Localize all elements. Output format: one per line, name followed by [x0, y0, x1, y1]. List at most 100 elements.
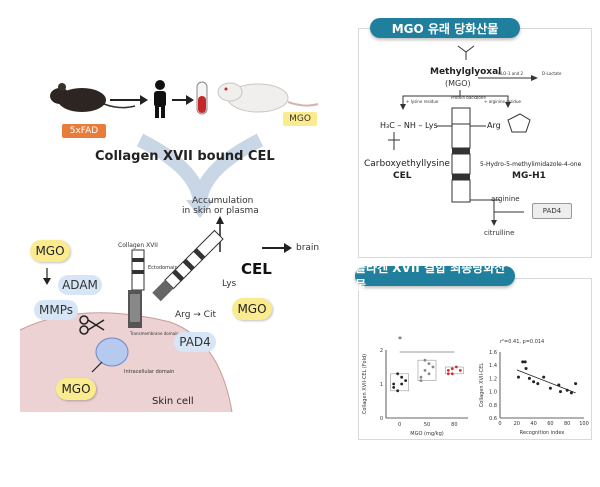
cel-label: CEL [241, 260, 272, 278]
y-tick-label: 2 [380, 348, 383, 354]
data-point [423, 369, 427, 372]
collagen-ages-panel [358, 278, 592, 440]
mgo-badge-top: MGO [30, 240, 70, 262]
data-point [532, 380, 536, 384]
mmps-badge: MMPs [34, 300, 78, 320]
x-tick-label: 40 [530, 421, 536, 427]
test-tube-icon [196, 81, 208, 115]
data-point [446, 372, 450, 376]
collagen-xvii-anchored [128, 249, 145, 328]
arg-formula: Arg [487, 121, 501, 130]
protein-backbone [451, 107, 471, 203]
accumulation-label: Accumulation [192, 196, 254, 206]
data-point [450, 372, 454, 376]
x-axis-label: Recognition index [520, 430, 565, 436]
mgo-derived-ages-panel [358, 28, 592, 258]
data-point [536, 382, 540, 386]
data-point [396, 389, 400, 393]
transmembrane-label: Transmembrane domain [130, 331, 179, 336]
mgo-badge-right: MGO [232, 298, 272, 320]
data-point [419, 375, 423, 379]
glo-label: GLO-1 and 2 [498, 71, 524, 76]
y-tick-label: 0 [380, 416, 383, 422]
d-lactate-label: D-Lactate [542, 71, 562, 76]
x-tick-label: 60 [547, 421, 553, 427]
data-point [516, 375, 520, 379]
y-tick-label: 1.4 [489, 363, 497, 369]
mouse-icon [50, 83, 136, 112]
data-point [400, 382, 404, 386]
brain-label: brain [296, 243, 320, 253]
scissors-icon [79, 315, 105, 335]
intracellular-label: Intracellular domain [124, 369, 175, 375]
skin-cell [19, 312, 233, 413]
carboxyethyllysine-label: Carboxyethyllysine [364, 159, 450, 169]
arg-cit-label: Arg → Cit [175, 310, 216, 320]
data-point [446, 369, 450, 372]
citrulline-label: citrulline [484, 229, 515, 237]
trendline [516, 369, 576, 394]
box [390, 373, 409, 392]
pad4-badge: PAD4 [174, 332, 216, 352]
accumulation-sublabel: in skin or plasma [182, 206, 259, 216]
methylglyoxal-label: Methylglyoxal [430, 67, 502, 77]
mgo-abbr-label: (MGO) [445, 79, 471, 88]
pad4-box: PAD4 [532, 203, 572, 219]
y-tick-label: 1.6 [489, 350, 497, 356]
stat-text: r²=0.41, p=0.014 [500, 339, 545, 345]
data-point [523, 360, 527, 364]
data-point [396, 372, 400, 376]
mouse-label: 5xFAD [62, 124, 106, 138]
x-tick-label: 50 [424, 422, 430, 428]
data-point [542, 375, 546, 379]
y-tick-label: 1 [380, 382, 383, 388]
person-icon [154, 80, 166, 118]
data-point [454, 365, 458, 369]
mgo-pathway-diagram [388, 45, 538, 226]
data-point [419, 379, 423, 382]
data-point [404, 379, 408, 382]
y-axis-label: Collagen XVII-CEL (Fold) [362, 354, 368, 414]
lys-label: Lys [222, 279, 237, 289]
box [417, 359, 437, 381]
diagram-title: Collagen XVII bound CEL [95, 149, 275, 164]
significance-mark: * [398, 335, 402, 344]
data-point [427, 362, 431, 365]
x-tick-label: 100 [579, 421, 589, 427]
collagen-xvii-label: Collagen XVII [118, 242, 158, 249]
x-tick-label: 0 [498, 421, 501, 427]
cel-abbr-label: CEL [393, 171, 412, 181]
arginine-label: arginine [491, 195, 520, 203]
mgh1-label: MG-H1 [512, 171, 546, 181]
x-axis-label: MGO (mg/kg) [410, 431, 443, 437]
rat-label: MGO [283, 112, 317, 126]
data-point [423, 358, 427, 362]
data-point [521, 360, 525, 364]
adam-badge: ADAM [58, 275, 102, 295]
lysine-residue-label: + lysine residue [406, 99, 439, 104]
data-point [558, 390, 562, 394]
data-point [427, 372, 431, 376]
data-point [548, 386, 552, 390]
x-tick-label: 80 [451, 422, 457, 428]
collagen-panel-header: 콜라겐 XVII 결합 최종당화산물 [355, 261, 515, 292]
shed-collagen-fragment [152, 229, 224, 302]
data-point [458, 369, 462, 372]
y-axis-label: Collagen XVII-CEL [479, 363, 485, 408]
x-tick-label: 0 [398, 422, 401, 428]
data-point [574, 382, 578, 386]
cel-formula: H₃C – NH – Lys [380, 121, 438, 130]
data-point [431, 365, 435, 369]
box [445, 366, 464, 375]
data-point [524, 367, 528, 370]
data-point [392, 386, 396, 389]
data-point [527, 376, 531, 380]
y-tick-label: 1.2 [489, 376, 497, 382]
arginine-residue-label: + arginine residue [484, 99, 521, 104]
data-point [392, 382, 396, 386]
protein-backbone-label: Protein backbone [451, 95, 486, 100]
skin-cell-label: Skin cell [152, 396, 194, 407]
data-point [450, 367, 454, 371]
